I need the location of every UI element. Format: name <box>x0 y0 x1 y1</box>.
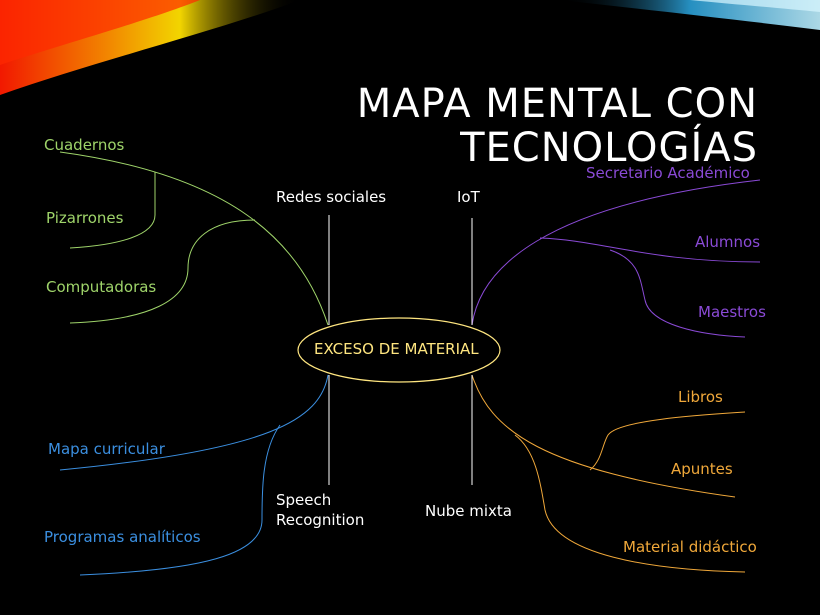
decor-swoosh-right <box>560 0 820 30</box>
category-redes-sociales: Redes sociales <box>276 188 387 206</box>
category-nube-mixta: Nube mixta <box>425 502 512 520</box>
leaf-programas-analiticos: Programas analíticos <box>44 528 201 546</box>
branch-bottom-right <box>471 374 746 573</box>
decor-swoosh-left-2 <box>0 0 200 65</box>
category-iot: IoT <box>457 188 480 206</box>
leaf-computadoras: Computadoras <box>46 278 157 296</box>
decor-swoosh-right-2 <box>690 0 820 12</box>
leaf-material-didactico: Material didáctico <box>623 538 757 556</box>
leaf-pizarrones: Pizarrones <box>46 209 124 227</box>
center-node-ellipse <box>297 317 501 383</box>
title-line-1: MAPA MENTAL CON <box>356 81 758 127</box>
leaf-mapa-curricular: Mapa curricular <box>48 440 165 458</box>
leaf-alumnos: Alumnos <box>695 233 761 251</box>
center-node-label: EXCESO DE MATERIAL <box>314 340 479 358</box>
branch-top-left <box>59 151 329 326</box>
leaf-secretario-academico: Secretario Académico <box>586 164 750 182</box>
category-speech-line-2: Recognition <box>276 511 365 529</box>
branch-bottom-left <box>59 374 329 576</box>
leaf-libros: Libros <box>678 388 723 406</box>
category-speech-line-1: Speech <box>276 491 332 509</box>
leaf-apuntes: Apuntes <box>671 460 733 478</box>
title-line-2: TECNOLOGÍAS <box>460 125 758 171</box>
leaf-maestros: Maestros <box>698 303 766 321</box>
branch-top-right <box>471 179 761 338</box>
leaf-cuadernos: Cuadernos <box>44 136 125 154</box>
